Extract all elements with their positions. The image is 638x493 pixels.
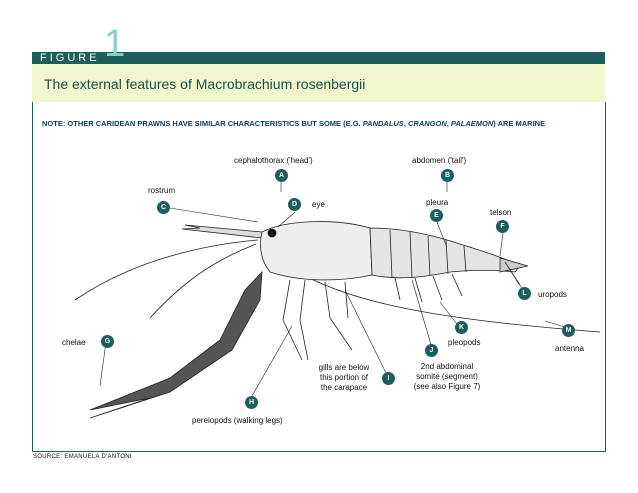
figure-title: The external features of Macrobrachium r… [44,76,366,92]
label-pleura: pleura [426,198,449,207]
label-chelae: chelae [62,338,86,347]
pleopod-3 [432,275,443,301]
leader-H [251,325,293,397]
abdomen-shape [369,227,521,279]
note-genus-3: PALAEMON [450,119,494,128]
marker-G: G [101,335,114,348]
segment-line-1 [389,229,393,279]
leader-J [411,279,433,349]
marker-F: F [496,220,509,233]
label-gills-line-1: gills are below [318,363,370,372]
marker-L: L [518,287,531,300]
marker-I: I [382,372,395,385]
marker-C: C [157,201,170,214]
figure-word: FIGURE [40,52,100,64]
figure-frame [32,102,606,452]
leader-E [436,221,447,246]
marker-A: A [275,169,288,182]
label-rostrum: rostrum [148,186,176,195]
carapace-shape [260,221,373,281]
pereiopod-1 [282,279,303,361]
label-abdomen: abdomen ('tail') [412,156,467,165]
marker-M: M [562,324,575,337]
label-somite-line-2: somite (segment) [416,372,478,381]
segment-line-2 [409,231,413,279]
pleopod-4 [451,273,463,297]
marker-K: K [455,321,468,334]
figure-number: 1 [104,23,126,65]
label-gills-line-3: the carapace [320,383,368,392]
title-band [32,64,605,102]
antennule [149,243,257,319]
chela-shape [89,270,263,419]
telson-shape [499,257,529,273]
label-somite-line-1: 2nd abdominal [420,362,474,371]
label-antenna: antenna [555,344,584,353]
leader-I [344,289,389,378]
source-credit: SOURCE: EMANUELA D'ANTONI [33,454,132,460]
segment-line-3 [427,235,431,277]
leader-D [277,211,296,228]
pereiopod-4 [344,281,349,319]
pereiopod-3 [324,281,353,351]
marker-H: H [245,396,258,409]
marker-J: J [425,344,438,357]
leader-F [499,232,504,257]
leader-C [169,207,259,223]
marker-D: D [288,198,301,211]
prawn-illustration [74,221,601,419]
figure-header-bar [32,52,605,64]
marker-B: B [441,169,454,182]
figure-note: NOTE: OTHER CARIDEAN PRAWNS HAVE SIMILAR… [42,118,592,129]
pereiopod-2 [299,279,309,361]
segment-line-5 [463,245,467,273]
note-sep-2: , [446,119,451,128]
marker-E: E [430,209,443,222]
label-somite-line-3: (see also Figure 7) [413,382,481,391]
pleopod-1 [394,277,401,301]
antenna-upper [74,239,259,301]
note-genus-1: PANDALUS [362,119,404,128]
note-prefix: NOTE: OTHER CARIDEAN PRAWNS HAVE SIMILAR… [42,119,363,128]
rostrum-shape [181,224,263,239]
segment-line-4 [445,239,449,275]
label-eye: eye [312,200,325,209]
eye-shape [267,228,277,238]
leader-G [99,341,107,387]
label-gills-line-2: this portion of [319,373,369,382]
leader-lines [99,182,569,397]
label-cephalothorax: cephalothorax ('head') [234,156,313,165]
pleopod-2 [414,277,423,303]
note-genus-2: CRANGON [408,119,447,128]
label-uropods: uropods [538,290,567,299]
label-pleopods: pleopods [448,338,481,347]
label-telson: telson [490,208,512,217]
label-pereiopods: pereiopods (walking legs) [192,416,283,425]
note-suffix: ) ARE MARINE [493,119,546,128]
note-sep-1: , [403,119,408,128]
